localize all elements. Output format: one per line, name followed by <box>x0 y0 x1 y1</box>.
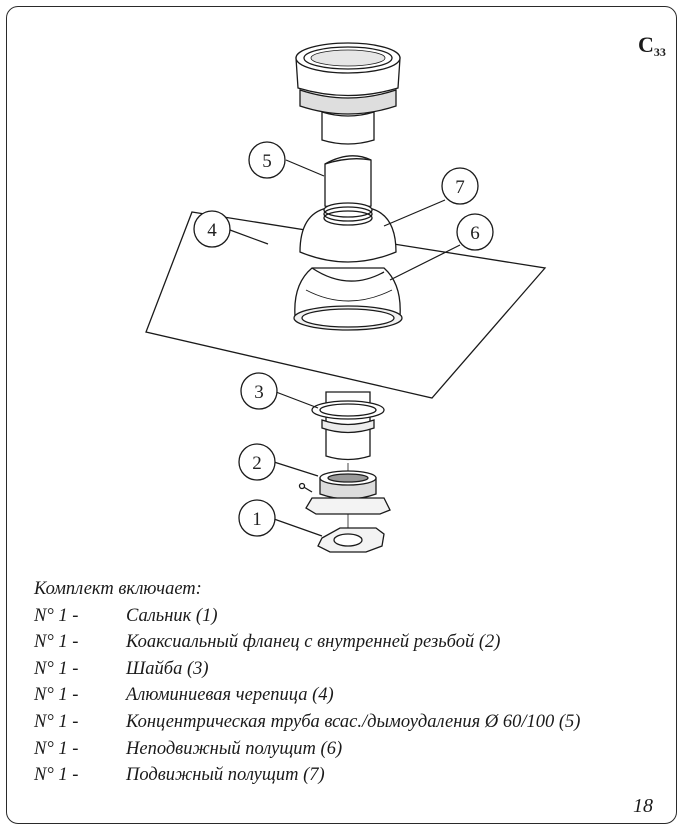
kit-item: N° 1 - Подвижный полущит (7) <box>34 762 580 789</box>
callout-3-label: 3 <box>254 382 264 403</box>
kit-item-text: Коаксиальный фланец с внутренней резьбой… <box>126 632 501 653</box>
fixed-half-shield-6 <box>293 267 403 331</box>
kit-item-text: Концентрическая труба всас./дымоудаления… <box>126 711 581 732</box>
callout-4-label: 4 <box>207 220 217 241</box>
kit-item-text: Подвижный полущит (7) <box>126 765 325 786</box>
kit-item-qty: N° 1 - <box>34 765 79 786</box>
gasket-1 <box>317 514 385 553</box>
callout-5 <box>248 141 286 179</box>
callout-6 <box>456 213 494 251</box>
kit-item: N° 1 - Шайба (3) <box>34 656 580 683</box>
callout-2 <box>238 443 276 481</box>
movable-half-shield-7 <box>299 202 397 263</box>
kit-item-qty: N° 1 - <box>34 738 79 759</box>
kit-item: N° 1 - Сальник (1) <box>34 603 580 630</box>
diagram-code: C33 <box>638 32 666 60</box>
kit-item-text: Сальник (1) <box>126 605 218 626</box>
terminal-cap <box>295 42 401 145</box>
washer-3 <box>311 400 385 420</box>
kit-heading: Комплект включает: <box>34 579 202 599</box>
callout-1 <box>238 499 276 537</box>
kit-item-qty: N° 1 - <box>34 711 79 732</box>
kit-item-qty: N° 1 - <box>34 632 79 653</box>
callout-4 <box>193 210 231 248</box>
callout-5-label: 5 <box>262 151 272 172</box>
diagram-code-number: 33 <box>653 45 666 59</box>
callout-2-label: 2 <box>252 453 262 474</box>
kit-item-text: Алюминиевая черепица (4) <box>126 685 334 706</box>
callout-7 <box>441 167 479 205</box>
page-frame <box>6 6 677 824</box>
kit-item: N° 1 - Коаксиальный фланец с внутренней р… <box>34 629 580 656</box>
diagram-code-letter: C <box>638 32 654 57</box>
kit-contents: Комплект включает: N° 1 - Сальник (1) N° … <box>34 576 580 789</box>
kit-item-qty: N° 1 - <box>34 685 79 706</box>
callout-6-label: 6 <box>470 223 480 244</box>
kit-item: N° 1 - Неподвижный полущит (6) <box>34 736 580 763</box>
kit-item: N° 1 - Алюминиевая черепица (4) <box>34 682 580 709</box>
page-number: 18 <box>633 795 653 817</box>
kit-item: N° 1 - Концентрическая труба всас./дымоуд… <box>34 709 580 736</box>
kit-item-text: Неподвижный полущит (6) <box>126 738 343 759</box>
coaxial-flange-2 <box>298 463 391 515</box>
concentric-pipe-5 <box>324 155 372 211</box>
callout-1-label: 1 <box>252 509 262 530</box>
kit-item-qty: N° 1 - <box>34 658 79 679</box>
callout-3 <box>240 372 278 410</box>
callout-7-label: 7 <box>455 177 465 198</box>
kit-item-text: Шайба (3) <box>126 658 209 679</box>
kit-item-qty: N° 1 - <box>34 605 79 626</box>
